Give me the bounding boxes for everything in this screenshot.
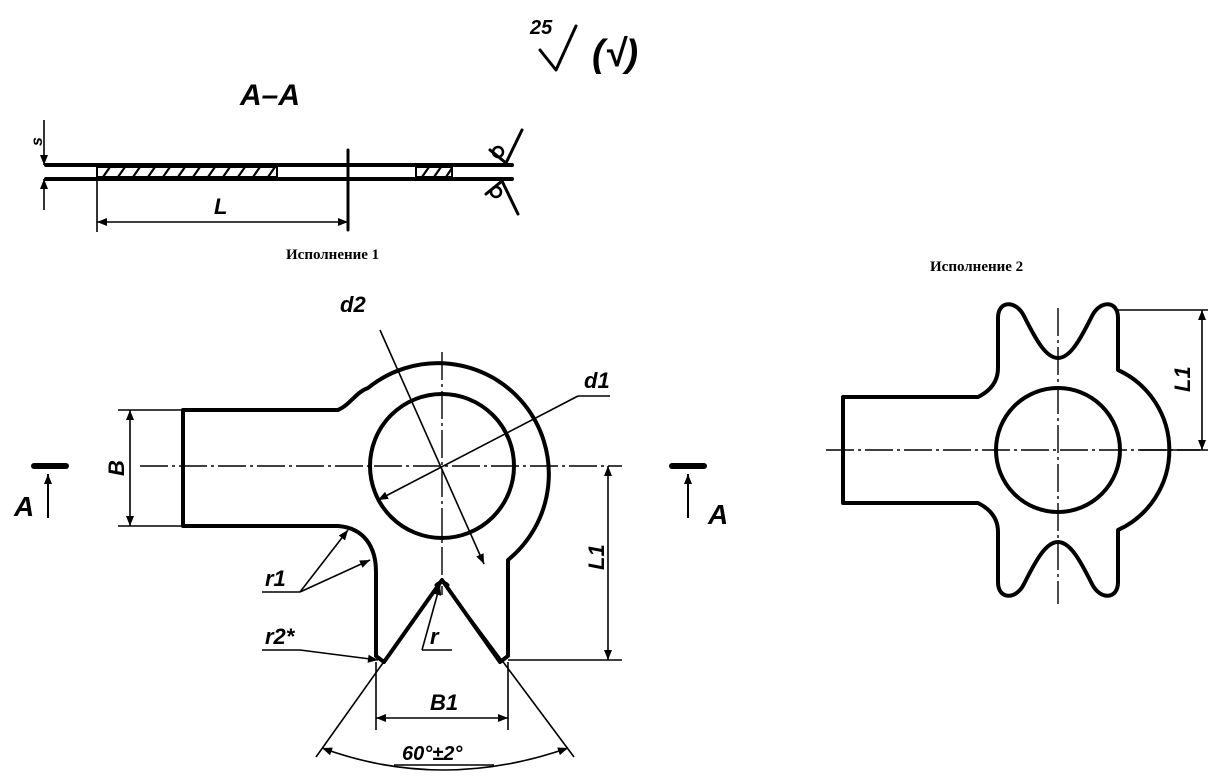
- section-L-label: L: [214, 194, 227, 219]
- label-d2: d2: [340, 292, 366, 317]
- section-mark-right: A: [669, 463, 728, 530]
- section-a-a-view: A–A s L: [29, 79, 524, 232]
- variant-2-view: L1: [826, 302, 1208, 604]
- label-B1: B1: [430, 690, 458, 715]
- label-r2: r2*: [265, 624, 296, 649]
- label-d1: d1: [584, 368, 610, 393]
- label-B: B: [104, 460, 129, 476]
- caption-variant-2: Исполнение 2: [930, 259, 1023, 275]
- label-L1: L1: [584, 544, 609, 570]
- section-mark-right-label: A: [707, 499, 728, 530]
- variant2-label-L1: L1: [1170, 366, 1195, 392]
- label-angle: 60°±2°: [402, 743, 463, 765]
- label-r: r: [430, 624, 440, 649]
- variant-1-view: d2 d1 B L1 r1 r2* r B1: [13, 292, 728, 771]
- roughness-bracket: (√): [592, 33, 638, 75]
- roughness-value: 25: [529, 17, 553, 39]
- section-mark-left-label: A: [13, 491, 34, 522]
- roughness-mark: 25 (√): [529, 17, 638, 75]
- section-s-label: s: [29, 137, 46, 146]
- label-r1: r1: [265, 566, 286, 591]
- caption-variant-1: Исполнение 1: [286, 247, 379, 263]
- section-title: A–A: [239, 79, 300, 112]
- section-mark-left: A: [13, 463, 69, 522]
